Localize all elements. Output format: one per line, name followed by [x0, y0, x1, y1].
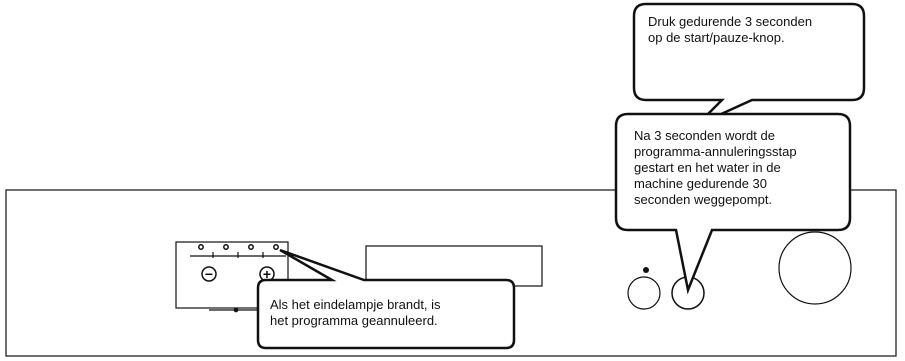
program-knob[interactable] [778, 231, 852, 305]
callout-cancel-step-text: Na 3 seconden wordt de programma-annuler… [634, 128, 797, 207]
plus-symbol: + [263, 266, 271, 282]
program-indicator-panel: − + [175, 241, 289, 313]
indicator-lamp-end [273, 244, 279, 250]
minus-symbol: − [205, 266, 213, 282]
callout-end-lamp-bubble [256, 248, 516, 350]
callout-press-start-text: Druk gedurende 3 seconden op de start/pa… [648, 14, 813, 45]
secondary-button-dot [643, 267, 649, 273]
indicator-lamp-1 [198, 244, 204, 250]
minus-button[interactable] [201, 266, 217, 282]
callout-end-lamp-text: Als het eindelampje brandt, is het progr… [270, 297, 441, 328]
callout-cancel-step-bubble [614, 112, 852, 295]
secondary-button[interactable] [627, 276, 661, 310]
indicator-lamp-3 [248, 244, 254, 250]
indicator-lamp-2 [223, 244, 229, 250]
callout-press-start-bubble [632, 2, 866, 127]
